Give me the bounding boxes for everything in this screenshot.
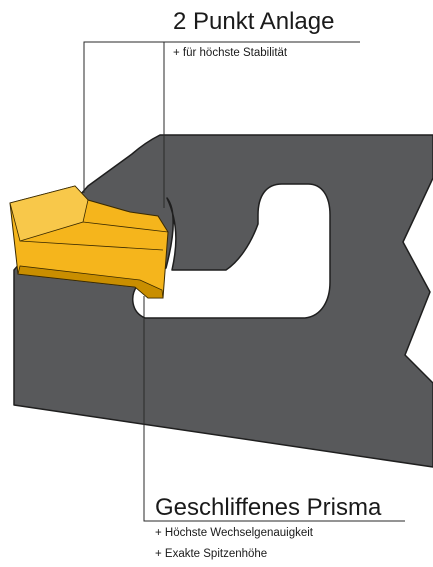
top-callout-title: 2 Punkt Anlage bbox=[173, 8, 335, 35]
bottom-callout-title: Geschliffenes Prisma bbox=[155, 494, 382, 521]
top-callout-leader bbox=[83, 41, 360, 208]
top-callout-subtitle: + für höchste Stabilität bbox=[173, 47, 288, 59]
insert-edge-line bbox=[19, 221, 169, 251]
insert-top-face bbox=[9, 185, 89, 242]
bottom-callout-leader bbox=[143, 296, 405, 522]
insert-bottom-prism bbox=[17, 265, 164, 299]
tool-holder-body bbox=[13, 134, 433, 468]
bottom-callout-bullet-1: + Höchste Wechselgenauigkeit bbox=[155, 527, 314, 539]
bottom-callout-bullet-2: + Exakte Spitzenhöhe bbox=[155, 548, 268, 560]
cutting-insert bbox=[9, 185, 169, 299]
